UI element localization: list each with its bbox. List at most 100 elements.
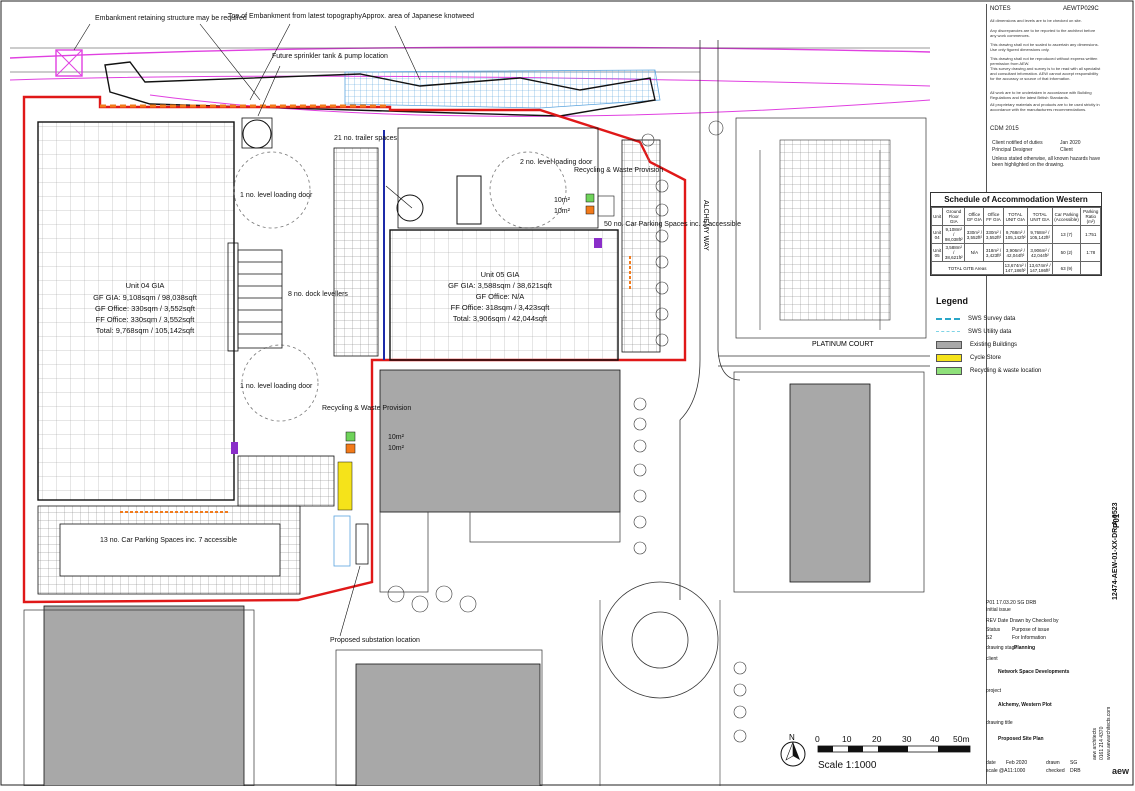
legend-swatch <box>936 353 962 362</box>
existing-building-1 <box>379 369 621 513</box>
schedule-cell: 1:78 <box>1080 243 1101 262</box>
legend-item: SWS Survey data <box>936 312 1086 325</box>
annotation-10m2-a: 10m² <box>554 197 571 204</box>
stage-value: Planning <box>1014 645 1036 651</box>
schedule-header-row: Unit Ground Floor GIA Office GF GIA Offi… <box>930 207 1101 226</box>
schedule-cell: 330m² / 3,552ft² <box>964 225 985 244</box>
annotation-10m2-d: 10m² <box>388 445 405 452</box>
schedule-cell: TOTAL GITB Areas <box>931 261 1004 275</box>
schedule-cell: Unit 05 <box>930 243 944 262</box>
legend: Legend SWS Survey data SWS Utility data … <box>936 296 1086 377</box>
note-item: Any discrepancies are to be reported to … <box>990 28 1096 38</box>
unit-05-parking <box>621 139 661 353</box>
client-value: Network Space Developments <box>998 669 1070 675</box>
scale-tick-20: 20 <box>872 734 882 744</box>
note-item: All proprietary materials and products a… <box>990 102 1100 112</box>
schedule-cell: 330m² / 3,552ft² <box>983 225 1004 244</box>
embankment-line <box>9 46 931 59</box>
scale-bar: 0 10 20 30 40 50m <box>815 734 971 753</box>
sprinkler-tank <box>242 119 272 149</box>
drawing-title-value: Proposed Site Plan <box>998 736 1044 742</box>
project-label: project <box>986 688 1002 694</box>
unit-05-title: Unit 05 GIA <box>481 270 520 279</box>
schedule-row: Unit 05 3,588m² / 38,621ft² N/A 318m² / … <box>930 243 1101 262</box>
unit-05-building <box>389 229 619 361</box>
annotation-recycling-1: Recycling & Waste Provision <box>574 167 663 174</box>
schedule-row: Unit 04 9,108m² / 98,038ft² 330m² / 3,55… <box>930 225 1101 244</box>
legend-swatch <box>936 340 962 349</box>
schedule-table: Unit Ground Floor GIA Office GF GIA Offi… <box>930 207 1101 275</box>
annotation-10m2-b: 10m² <box>554 208 571 215</box>
firm-name: aew architects <box>1092 728 1098 760</box>
annotation-knotweed: Approx. area of Japanese knotweed <box>362 13 474 20</box>
schedule-cell <box>1080 261 1101 275</box>
unit-04-title: Unit 04 GIA <box>126 281 165 290</box>
legend-item: Cycle Store <box>936 351 1086 364</box>
legend-item: Recycling & waste location <box>936 364 1086 377</box>
unit-05-gf-gia: GF GIA: 3,588sqm / 38,621sqft <box>448 281 553 290</box>
unit-04-gf-office: GF Office: 330sqm / 3,552sqft <box>95 304 196 313</box>
annotation-parking-1: 50 no. Car Parking Spaces inc. 2 accessi… <box>604 221 741 228</box>
schedule-header: Office GF GIA <box>964 207 985 226</box>
note-item: All work are to be undertaken in accorda… <box>990 90 1092 100</box>
status-description: For Information <box>1012 635 1046 641</box>
schedule-cell: 63 (9) <box>1051 261 1082 275</box>
cdm-row-label: Client notified of duties <box>992 140 1043 146</box>
schedule-cell: 9,768m² / 105,142ft² <box>1027 225 1053 244</box>
unit-04-building <box>37 121 235 501</box>
legend-label: Existing Buildings <box>970 341 1018 348</box>
note-item: This survey drawing and survey is to be … <box>990 66 1101 81</box>
schedule-of-accommodation: Schedule of Accommodation Western Unit G… <box>930 192 1102 276</box>
annotation-recycling-2: Recycling & Waste Provision <box>322 405 411 412</box>
annotation-10m2-c: 10m² <box>388 434 405 441</box>
firm-website: www.aewarchitects.com <box>1106 706 1112 760</box>
cdm-row-value: Client <box>1060 147 1073 153</box>
unit-05-total: Total: 3,906sqm / 42,044sqft <box>453 314 548 323</box>
schedule-cell: 9,108m² / 98,038ft² <box>942 225 966 244</box>
schedule-cell: N/A <box>964 243 985 262</box>
schedule-title: Schedule of Accommodation Western <box>931 193 1101 207</box>
notes-code: AEWTP029C <box>1063 6 1099 12</box>
north-arrow: N <box>780 733 806 767</box>
revision-headers: REV Date Drawn by Checked by <box>986 618 1059 624</box>
unit-05-gf-office: GF Office: N/A <box>476 292 525 301</box>
scale-tick-50: 50m <box>953 734 970 744</box>
unit-04-total: Total: 9,768sqm / 105,142sqft <box>96 326 195 335</box>
annotation-embankment: Embankment retaining structure may be re… <box>95 15 247 22</box>
scale-tick-40: 40 <box>930 734 940 744</box>
scale-value: 1:1000 <box>1010 768 1026 774</box>
schedule-cell: 3,906m² / 42,044ft² <box>1002 243 1029 262</box>
dock-levellers <box>237 249 283 349</box>
schedule-header: Unit <box>930 207 944 226</box>
trailer-spaces <box>333 147 379 357</box>
annotation-dock-levellers: 8 no. dock levellers <box>288 291 348 298</box>
legend-item: SWS Utility data <box>936 325 1086 338</box>
status-label: Status <box>986 627 1001 633</box>
annotation-sprinkler: Future sprinkler tank & pump location <box>272 53 388 60</box>
scale-tick-30: 30 <box>902 734 912 744</box>
checked-label: checked <box>1046 768 1065 774</box>
annotation-loading-door-3: 2 no. level loading door <box>520 159 593 166</box>
firm-phone: 0161 214 4370 <box>1099 726 1105 760</box>
cdm-note: Unless stated otherwise, all known hazar… <box>992 156 1101 168</box>
schedule-cell: 50 (2) <box>1051 243 1082 262</box>
road-label-platinum: PLATINUM COURT <box>812 341 874 348</box>
cdm-row-label: Principal Designer <box>992 147 1033 153</box>
schedule-cell: 318m² / 3,423ft² <box>983 243 1004 262</box>
status-value: Purpose of issue <box>1012 627 1050 633</box>
embankment-line-3 <box>149 94 931 117</box>
note-item: This drawing shall not be scaled to asce… <box>990 42 1099 52</box>
legend-label: Recycling & waste location <box>970 367 1042 374</box>
status-code: S2 <box>986 635 993 641</box>
legend-swatch <box>936 331 960 332</box>
alchemy-way-road <box>679 40 741 600</box>
annotation-loading-door-2: 1 no. level loading door <box>240 383 313 390</box>
note-item: All dimensions and levels are to be chec… <box>990 18 1082 23</box>
scale-tick-10: 10 <box>842 734 852 744</box>
notes-title: NOTES <box>990 6 1011 12</box>
stage-label: drawing stage <box>986 645 1018 651</box>
schedule-cell: 13,674m² / 147,186ft² <box>1027 261 1053 275</box>
legend-swatch <box>936 317 960 320</box>
trees <box>387 120 747 743</box>
